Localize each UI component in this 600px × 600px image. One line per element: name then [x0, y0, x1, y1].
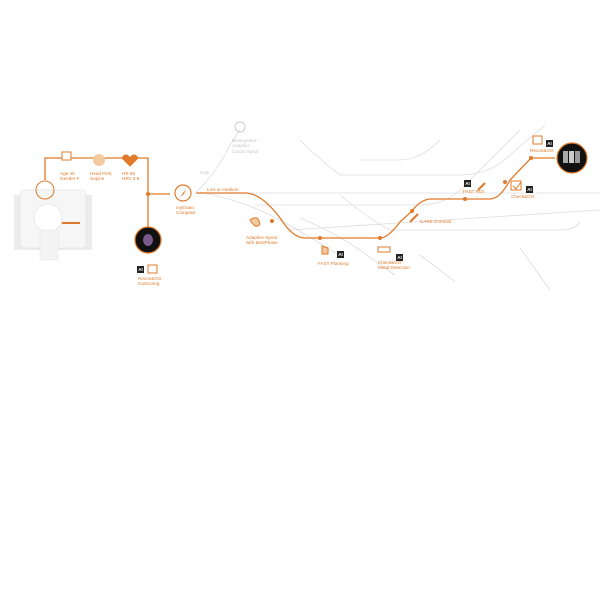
ai-badge: AI: [464, 180, 471, 187]
age-gender-label: Age 40 Gender F: [60, 171, 80, 182]
heart-rate-icon: [121, 154, 139, 167]
ai-badge: AI: [546, 140, 553, 147]
step-icons: [61, 121, 543, 274]
hand-icon: [321, 245, 329, 255]
cardiac-image-circle: [134, 226, 162, 254]
recon-gear-icon: [532, 135, 543, 145]
adaptive-spiral-icon: [249, 217, 261, 227]
fast-planning-label: FAST Planning: [318, 261, 349, 266]
fast-roi-label: FAST ROI: [463, 189, 484, 194]
head-first-icon: [93, 154, 105, 166]
metal-detection-label: Check&GO Metal Detection: [378, 260, 410, 271]
compass-label: myExam Compass: [176, 205, 196, 216]
position-label: Head First, Supine: [90, 171, 113, 182]
ai-badge: AI: [337, 251, 344, 258]
recon-cascoring-label: Recon&GO CaScoring: [138, 276, 162, 287]
syringe-icon: [409, 213, 419, 223]
adaptive-spiral-label: Adaptive Spiral with BestPhase: [246, 235, 278, 246]
ct-scanner-image: [14, 180, 92, 261]
biosegment-icon: [234, 121, 246, 133]
recongo-label: Recon&GO: [530, 148, 554, 153]
branch-low-label: Low or medium: [207, 187, 239, 192]
care-contrast-label: CARE Contrast: [420, 219, 452, 224]
metal-detection-icon: [377, 246, 391, 253]
heart-rate-label: HR 65 HRV 3.5: [122, 171, 140, 182]
path-nodes: [146, 156, 533, 240]
result-image-circle: [556, 142, 588, 174]
ai-badge: AI: [396, 254, 403, 261]
ai-badge: AI: [526, 186, 533, 193]
compass-icon: [174, 184, 192, 202]
checkmark-icon: [510, 180, 522, 191]
branch-high-label: High: [200, 170, 210, 175]
syringe-icon-roi: [477, 182, 486, 191]
checkgo-label: Check&GO: [511, 194, 535, 199]
ai-badge: AI: [137, 266, 144, 273]
selected-path: [44, 157, 555, 239]
recon-gear-icon-cardiac: [147, 264, 158, 274]
alternative-paths: [195, 124, 600, 291]
biosegment-label: Biosegment – Adaptive Cardio Spiral: [232, 138, 261, 154]
patient-id-icon: [61, 151, 72, 161]
